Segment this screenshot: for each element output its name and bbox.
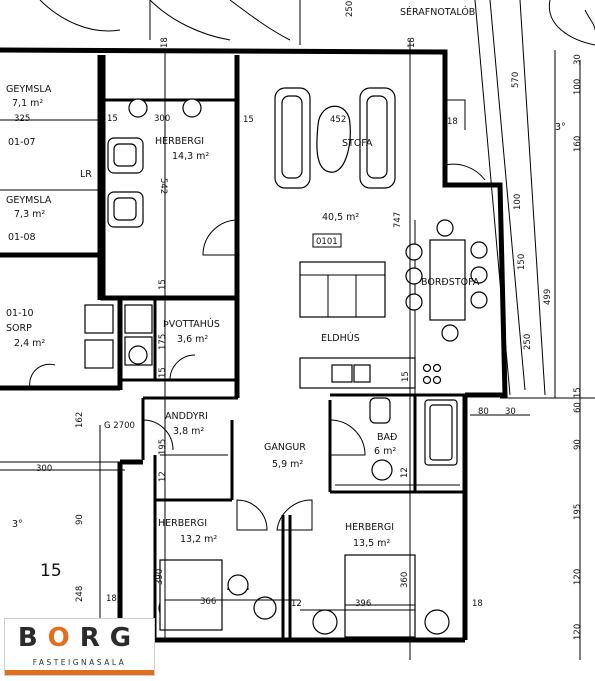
room-name-geymsla-1: GEYMSLA xyxy=(6,84,52,95)
room-name-herbergi-top: HERBERGI xyxy=(155,136,204,147)
room-name-bad: BAÐ xyxy=(377,432,397,443)
dim-160: 160 xyxy=(573,136,583,152)
dim-90b: 90 xyxy=(573,439,583,450)
dim-452: 452 xyxy=(330,115,346,125)
room-name-geymsla-2: GEYMSLA xyxy=(6,195,52,206)
room-area-bad: 6 m² xyxy=(374,446,396,457)
dim-120a: 120 xyxy=(573,569,583,585)
dim-15a: 15 xyxy=(107,114,118,124)
dim-250: 250 xyxy=(523,334,533,350)
dim-162: 162 xyxy=(75,412,85,428)
room-name-herbergi-right: HERBERGI xyxy=(345,522,394,533)
room-code-stofa: 0101 xyxy=(316,237,338,247)
room-code-geymsla-2: 01-08 xyxy=(8,232,36,243)
dim-542: 542 xyxy=(158,178,168,194)
room-area-sorp: 2,4 m² xyxy=(14,338,45,349)
dim-18-top: 18 xyxy=(160,37,170,48)
dim-250-top: 250 xyxy=(345,1,355,17)
dim-248: 248 xyxy=(75,586,85,602)
room-name-herbergi-left: HERBERGI xyxy=(158,518,207,529)
room-area-geymsla-2: 7,3 m² xyxy=(14,209,45,220)
dim-60: 60 xyxy=(573,402,583,413)
dim-30a: 30 xyxy=(505,407,516,417)
dim-18-mid: 18 xyxy=(407,37,417,48)
doors xyxy=(29,99,486,531)
dim-12a: 12 xyxy=(158,471,168,482)
logo-letter-o: O xyxy=(47,623,80,653)
room-name-stofa: STOFA xyxy=(342,138,373,149)
dim-30b: 30 xyxy=(573,54,583,65)
dim-150: 150 xyxy=(517,254,527,270)
room-area-herbergi-top: 14,3 m² xyxy=(172,151,209,162)
room-area-gangur: 5,9 m² xyxy=(272,459,303,470)
dim-18c: 18 xyxy=(472,599,483,609)
label-g2700: G 2700 xyxy=(104,421,135,431)
dim-15b: 15 xyxy=(243,115,254,125)
dim-18b: 18 xyxy=(106,594,117,604)
room-area-thvottahus: 3,6 m² xyxy=(177,334,208,345)
dim-80: 80 xyxy=(478,407,489,417)
room-area-herbergi-right: 13,5 m² xyxy=(353,538,390,549)
label-lr: LR xyxy=(80,169,92,180)
label-serafnotalob: SÉRAFNOTALÓB xyxy=(400,6,475,18)
logo-wordmark: BORG xyxy=(5,623,154,653)
furniture xyxy=(84,87,488,638)
borg-logo: BORG FASTEIGNASALA xyxy=(4,618,155,676)
dim-100a: 100 xyxy=(513,194,523,210)
room-name-eldhus: ELDHÚS xyxy=(321,332,360,344)
dim-12b: 12 xyxy=(291,599,302,609)
dim-570: 570 xyxy=(511,72,521,88)
dim-499: 499 xyxy=(543,289,553,305)
dimension-lines xyxy=(0,40,581,660)
room-name-anddyri: ANDDYRI xyxy=(165,411,208,422)
dim-15c: 15 xyxy=(158,279,168,290)
dim-366: 366 xyxy=(200,597,216,607)
label-angle-left: 3° xyxy=(12,519,23,530)
dim-195: 195 xyxy=(158,439,168,455)
dim-18a: 18 xyxy=(447,117,458,127)
dim-195b: 195 xyxy=(573,504,583,520)
dim-90a: 90 xyxy=(75,514,85,525)
dim-120b: 120 xyxy=(573,624,583,640)
label-plot-number: 15 xyxy=(40,561,62,581)
exterior-walls xyxy=(0,47,508,643)
room-area-stofa: 40,5 m² xyxy=(322,212,359,223)
logo-accent-bar xyxy=(5,670,154,675)
room-name-bordstofa: BORÐSTOFA xyxy=(421,277,480,288)
room-area-geymsla-1: 7,1 m² xyxy=(12,98,43,109)
label-angle-right: 3° xyxy=(555,122,566,133)
dim-360: 360 xyxy=(400,572,410,588)
room-name-sorp: SORP xyxy=(6,323,32,334)
dim-300: 300 xyxy=(154,114,170,124)
dim-15e: 15 xyxy=(401,371,411,382)
room-area-anddyri: 3,8 m² xyxy=(173,426,204,437)
room-dim-geymsla-1: 325 xyxy=(14,114,30,124)
dim-15f: 15 xyxy=(573,387,583,398)
logo-letters-rg: RG xyxy=(79,623,142,653)
room-code-geymsla-1: 01-07 xyxy=(8,137,36,148)
logo-tagline: FASTEIGNASALA xyxy=(32,658,127,667)
dim-390: 390 xyxy=(155,569,165,585)
dim-396: 396 xyxy=(355,599,371,609)
room-area-herbergi-left: 13,2 m² xyxy=(180,534,217,545)
room-name-thvottahus: ÞVOTTAHÚS xyxy=(163,318,220,330)
site-lines xyxy=(39,0,595,399)
dim-15d: 15 xyxy=(158,367,168,378)
room-code-box xyxy=(312,233,342,248)
dim-100b: 100 xyxy=(573,79,583,95)
dim-175: 175 xyxy=(158,334,168,350)
logo-letter-b: B xyxy=(17,623,48,653)
room-code-sorp: 01-10 xyxy=(6,308,34,319)
room-name-gangur: GANGUR xyxy=(264,442,306,453)
dim-12c: 12 xyxy=(400,467,410,478)
dim-300b: 300 xyxy=(36,464,52,474)
dim-747: 747 xyxy=(393,212,403,228)
